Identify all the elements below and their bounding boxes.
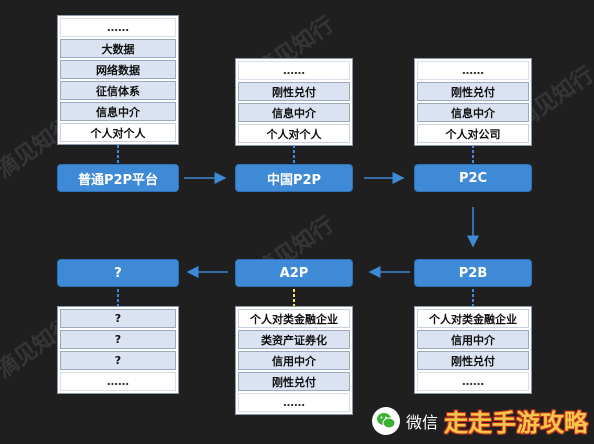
stack-cell: 刚性兑付 (417, 351, 529, 370)
stack-cell: …… (238, 393, 350, 412)
stack-cell: 刚性兑付 (417, 82, 529, 101)
node-p2c: P2C (414, 164, 532, 192)
stack-cell: 大数据 (60, 39, 176, 58)
stack-cell: …… (238, 61, 350, 80)
stack-cell: …… (417, 372, 529, 391)
stack-cell: 信用中介 (417, 330, 529, 349)
stack-cell: 个人对个人 (60, 123, 176, 142)
node-unknown: ? (57, 259, 179, 287)
stack-cell: …… (417, 61, 529, 80)
stack-p2b: 个人对类金融企业 信用中介 刚性兑付 …… (414, 306, 532, 394)
stack-cell: 信息中介 (238, 103, 350, 122)
stack-cell: 信息中介 (417, 103, 529, 122)
stack-cell: 刚性兑付 (238, 372, 350, 391)
stack-cell: 信息中介 (60, 102, 176, 121)
stack-cell: 类资产证券化 (238, 330, 350, 349)
node-p2p-platform: 普通P2P平台 (57, 164, 179, 192)
stack-cell: …… (60, 372, 176, 391)
stack-a2p: 个人对类金融企业 类资产证券化 信用中介 刚性兑付 …… (235, 306, 353, 415)
branding: 微信 走走手游攻略 (371, 403, 588, 438)
node-p2b: P2B (414, 259, 532, 287)
stack-cell: 信用中介 (238, 351, 350, 370)
stack-cell: ? (60, 351, 176, 370)
stack-p2p-platform: …… 大数据 网络数据 征信体系 信息中介 个人对个人 (57, 15, 179, 145)
stack-cell: …… (60, 18, 176, 37)
stack-cell: 个人对个人 (238, 124, 350, 143)
wechat-icon (371, 406, 400, 435)
stack-cell: 个人对类金融企业 (417, 309, 529, 328)
stack-cell: ? (60, 309, 176, 328)
stack-cell: 刚性兑付 (238, 82, 350, 101)
stack-cell: 个人对类金融企业 (238, 309, 350, 328)
stack-china-p2p: …… 刚性兑付 信息中介 个人对个人 (235, 58, 353, 146)
stack-cell: ? (60, 330, 176, 349)
node-a2p: A2P (235, 259, 353, 287)
node-china-p2p: 中国P2P (235, 164, 353, 192)
stack-p2c: …… 刚性兑付 信息中介 个人对公司 (414, 58, 532, 146)
stack-cell: 个人对公司 (417, 124, 529, 143)
wechat-label: 微信 (405, 412, 438, 432)
brand-logo: 走走手游攻略 (444, 409, 588, 437)
stack-cell: 征信体系 (60, 81, 176, 100)
stack-unknown: ? ? ? …… (57, 306, 179, 394)
stack-cell: 网络数据 (60, 60, 176, 79)
